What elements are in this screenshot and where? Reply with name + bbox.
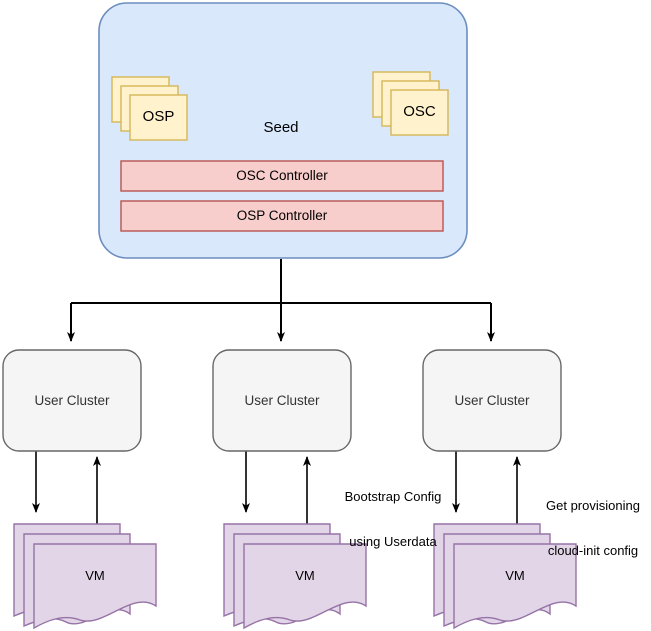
edge-label-bootstrap-line1: Bootstrap Config (344, 489, 442, 504)
vm-stack-1[interactable] (13, 523, 157, 630)
edge-label-provisioning-line2: cloud-init config (547, 543, 639, 558)
vm-doc-front-1 (33, 543, 157, 630)
osp-card-stack[interactable] (111, 76, 188, 141)
seed-container[interactable] (98, 2, 468, 259)
edge-label-bootstrap-line2: using Userdata (349, 534, 437, 549)
vm-doc-front-2 (243, 543, 367, 630)
vm-stack-2[interactable] (223, 523, 367, 630)
user-cluster-box-3[interactable] (422, 349, 562, 452)
osc-card-front (390, 89, 449, 136)
osp-card-front (129, 94, 188, 141)
vm-stack-3[interactable] (433, 523, 577, 630)
osp-controller-box[interactable] (120, 200, 444, 232)
osc-card-stack[interactable] (372, 71, 449, 136)
osc-controller-box[interactable] (120, 160, 444, 192)
edge-label-provisioning-line1: Get provisioning (546, 498, 640, 513)
user-cluster-box-1[interactable] (2, 349, 142, 452)
edge-seed-to-clusters (67, 259, 495, 342)
user-cluster-box-2[interactable] (212, 349, 352, 452)
edge-label-get-provisioning: Get provisioning cloud-init config (535, 468, 651, 588)
vm-doc-front-3 (453, 543, 577, 630)
edge-label-bootstrap-config: Bootstrap Config using Userdata (323, 459, 463, 579)
